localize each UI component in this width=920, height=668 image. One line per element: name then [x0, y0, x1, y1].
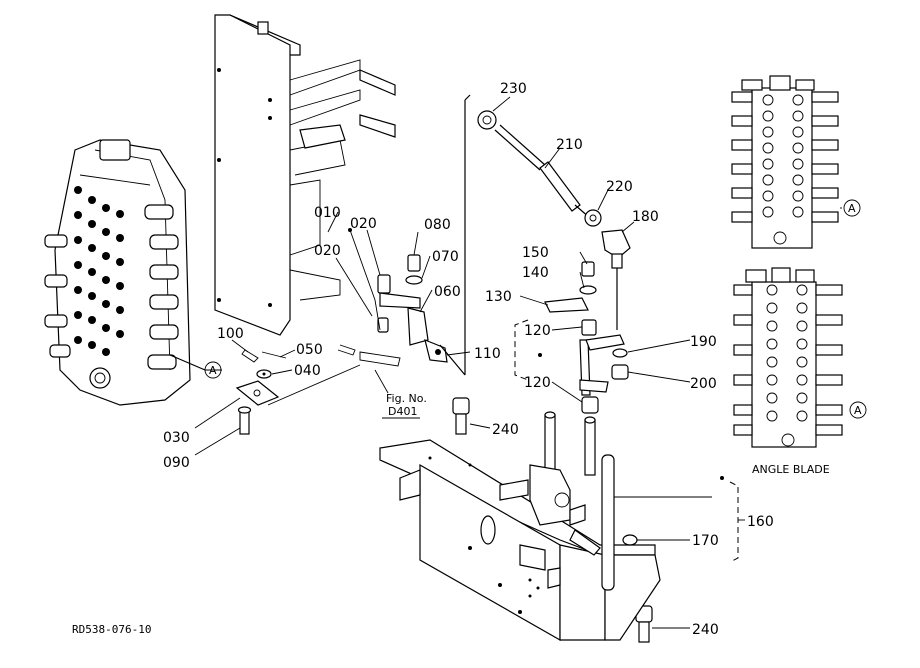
fig-ref-label: Fig. No.: [386, 392, 427, 405]
callout-120: 120: [524, 375, 551, 391]
callout-labels: 010 020 020 080 070 060 110 100 050 040 …: [163, 81, 774, 638]
callout-190: 190: [690, 334, 717, 350]
callout-150: 150: [522, 245, 549, 261]
callout-170: 170: [692, 533, 719, 549]
callout-140: 140: [522, 265, 549, 281]
callout-040: 040: [294, 363, 321, 379]
callout-100: 100: [217, 326, 244, 342]
reference-markers: A A A: [204, 199, 867, 419]
valve-view-top: [731, 75, 839, 249]
fig-ref-number: D401: [388, 405, 417, 418]
callout-060: 060: [434, 284, 461, 300]
valve-view-bottom: [733, 267, 843, 448]
marker-a: A: [209, 364, 217, 377]
callout-120: 120: [524, 323, 551, 339]
marker-a: A: [854, 404, 862, 417]
lever-group: [514, 261, 629, 414]
control-valve-assembly: [44, 139, 206, 406]
mounting-plate: [214, 14, 396, 336]
rod-assembly: [477, 110, 631, 330]
callout-130: 130: [485, 289, 512, 305]
callout-200: 200: [690, 376, 717, 392]
callout-030: 030: [163, 430, 190, 446]
callout-080: 080: [424, 217, 451, 233]
callout-240: 240: [692, 622, 719, 638]
pin-plate-parts: [235, 344, 401, 435]
angle-blade-caption: ANGLE BLADE: [752, 463, 830, 476]
callout-020: 020: [350, 216, 377, 232]
callout-070: 070: [432, 249, 459, 265]
callout-020: 020: [314, 243, 341, 259]
main-frame: [379, 411, 661, 642]
callout-050: 050: [296, 342, 323, 358]
callout-220: 220: [606, 179, 633, 195]
callout-180: 180: [632, 209, 659, 225]
callout-090: 090: [163, 455, 190, 471]
drawing-code: RD538-076-10: [72, 623, 151, 636]
callout-240: 240: [492, 422, 519, 438]
linkage-cluster: [348, 228, 448, 363]
callout-230: 230: [500, 81, 527, 97]
marker-a: A: [848, 202, 856, 215]
callout-110: 110: [474, 346, 501, 362]
callout-160: 160: [747, 514, 774, 530]
callout-010: 010: [314, 205, 341, 221]
callout-210: 210: [556, 137, 583, 153]
leader-lines: [194, 96, 842, 629]
